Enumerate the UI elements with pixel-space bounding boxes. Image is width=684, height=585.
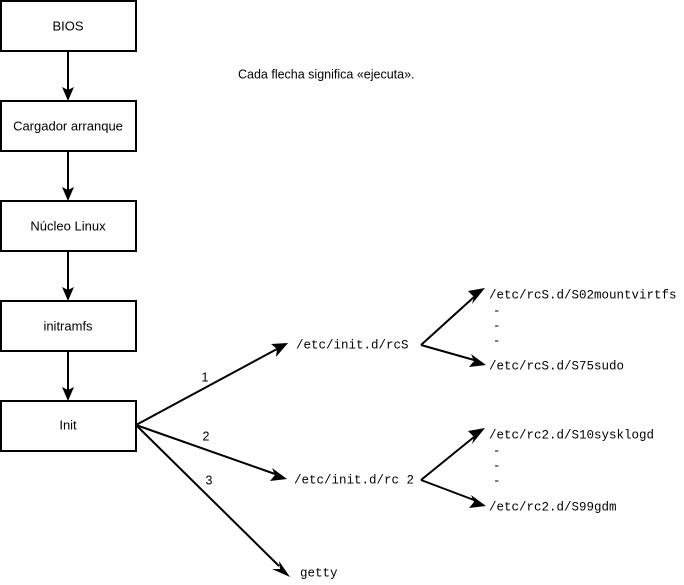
node-bios[interactable]: BIOS — [0, 0, 137, 52]
rcS-script-last: /etc/rcS.d/S75sudo — [489, 359, 624, 373]
node-kernel[interactable]: Núcleo Linux — [0, 200, 137, 252]
branch-3-number: 3 — [206, 473, 213, 487]
bios-box[interactable] — [0, 0, 137, 52]
branch-1-number: 1 — [202, 370, 209, 384]
rcS-ellipsis-dash-2: - — [493, 319, 501, 333]
rcS-ellipsis-dash-3: - — [493, 334, 501, 348]
rcS-fork-upper-arrow — [420, 288, 485, 346]
init-box[interactable] — [0, 400, 137, 452]
arrow-kernel-to-initramfs — [62, 251, 74, 301]
rc2-fork-lower-arrow — [420, 479, 486, 508]
init-branches-group: 1 2 3 — [135, 343, 290, 577]
init-label: Init — [59, 417, 77, 432]
rc2-fork-group: /etc/rc2.d/S10sysklogd - - - /etc/rc2.d/… — [420, 428, 654, 514]
branch-3-to-getty: 3 — [135, 424, 290, 577]
rcS-fork-group: /etc/rcS.d/S02mountvirtfs - - - /etc/rcS… — [420, 288, 677, 373]
rc2-ellipsis-dash-2: - — [493, 459, 501, 473]
legend-note: Cada flecha significa «ejecuta». — [238, 67, 415, 81]
arrow-initramfs-to-init — [62, 351, 74, 401]
branch-1-to-rcS: 1 — [135, 343, 288, 426]
rcS-ellipsis-dash-1: - — [493, 304, 501, 318]
bios-label: BIOS — [52, 18, 83, 33]
boot-chain-group: BIOS Cargador arranque Núcleo Linux init… — [0, 0, 137, 452]
rc2-script-last: /etc/rc2.d/S99gdm — [489, 500, 617, 514]
arrow-bios-to-bootloader — [62, 51, 74, 101]
bootloader-label: Cargador arranque — [13, 118, 123, 133]
rc2-fork-upper-arrow — [420, 428, 485, 481]
kernel-label: Núcleo Linux — [30, 218, 106, 233]
rc2-script-first: /etc/rc2.d/S10sysklogd — [489, 428, 654, 442]
rcS-fork-lower-arrow — [420, 344, 486, 367]
rc2-ellipsis-dash-3: - — [493, 474, 501, 488]
target-label-rcS: /etc/init.d/rcS — [296, 338, 409, 352]
node-init[interactable]: Init — [0, 400, 137, 452]
target-label-getty: getty — [300, 566, 338, 580]
arrow-bootloader-to-kernel — [62, 151, 74, 201]
branch-2-to-rc2: 2 — [135, 424, 287, 481]
initramfs-label: initramfs — [43, 318, 93, 333]
node-bootloader[interactable]: Cargador arranque — [0, 100, 137, 152]
chain-arrows-group — [62, 51, 74, 401]
node-initramfs[interactable]: initramfs — [0, 300, 137, 352]
initramfs-box[interactable] — [0, 300, 137, 352]
kernel-box[interactable] — [0, 200, 137, 252]
rcS-script-first: /etc/rcS.d/S02mountvirtfs — [489, 288, 677, 302]
branch-2-number: 2 — [203, 429, 210, 443]
rc2-ellipsis-dash-1: - — [493, 444, 501, 458]
target-label-rc2: /etc/init.d/rc 2 — [294, 473, 414, 487]
